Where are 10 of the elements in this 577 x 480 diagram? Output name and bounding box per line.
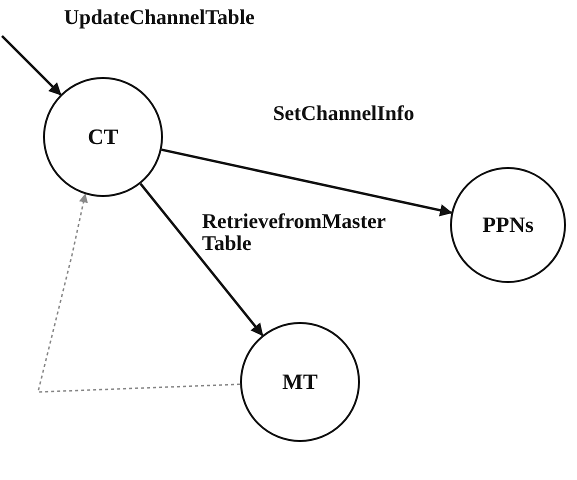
edge-label: RetrievefromMaster Table bbox=[202, 210, 386, 254]
arrow bbox=[37, 193, 240, 393]
node-label: PPNs bbox=[482, 212, 534, 238]
arrow bbox=[1, 35, 62, 96]
edge-label: UpdateChannelTable bbox=[64, 6, 256, 28]
node-label: CT bbox=[88, 124, 118, 150]
node-label: MT bbox=[282, 369, 318, 395]
arrow bbox=[161, 148, 453, 216]
arrow bbox=[140, 183, 264, 336]
edge-label: SetChannelInfo bbox=[273, 102, 416, 124]
